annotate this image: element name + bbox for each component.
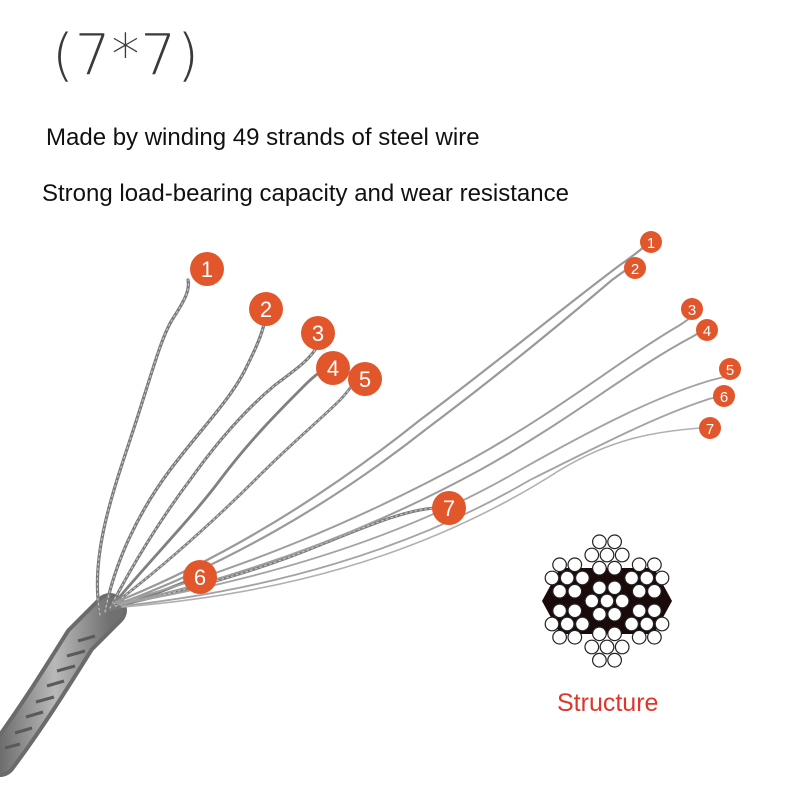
wire-circle (552, 629, 567, 645)
wire-circle (639, 616, 655, 632)
badge-left-1 (190, 252, 224, 286)
badge-left-2 (249, 292, 283, 326)
badge-right-1-label: 1 (647, 235, 655, 252)
strand-5 (112, 378, 358, 606)
wire-circle (614, 639, 630, 655)
wire-circle (591, 606, 607, 622)
badge-right-5 (719, 358, 741, 380)
wire-circle (639, 570, 655, 586)
badge-left-6-label: 6 (194, 565, 206, 590)
wire-circle (575, 570, 590, 586)
strand-right-1-2 (114, 244, 647, 604)
badge-right-2 (624, 257, 646, 279)
badge-right-6-label: 6 (720, 389, 728, 406)
wire-circle (552, 583, 567, 599)
badge-left-4 (316, 351, 350, 385)
wire-circle (654, 616, 670, 632)
badge-left-3 (301, 316, 335, 350)
wire-circle (567, 583, 583, 599)
wire-circle (599, 547, 615, 563)
wire-circle (599, 639, 615, 655)
wire-circle (584, 593, 600, 609)
page-title: (7*7) (52, 23, 200, 88)
wire-circle (552, 603, 567, 619)
badge-left-3-label: 3 (312, 321, 324, 346)
description-text: Made by winding 49 strands of steel wire (46, 124, 480, 151)
strand-badges-right: 1 2 3 4 5 6 7 (624, 231, 741, 439)
badge-left-7-label: 7 (443, 496, 455, 521)
wire-circle (599, 593, 615, 609)
wire-circle (575, 616, 590, 632)
wire-circle (607, 560, 622, 576)
strand-right-7 (121, 427, 701, 608)
badge-right-7-label: 7 (706, 421, 714, 438)
wire-circle (591, 626, 607, 642)
strand-1 (95, 278, 191, 617)
wire-circle (631, 629, 647, 645)
badge-left-5 (348, 362, 382, 396)
badge-right-4-label: 4 (703, 323, 711, 340)
wire-circle (607, 606, 622, 622)
wire-circle (591, 560, 607, 576)
wire-circle (544, 616, 560, 632)
badge-right-2-label: 2 (631, 261, 639, 278)
wire-circle (624, 570, 639, 586)
structure-label: Structure (557, 689, 659, 717)
badge-left-7 (432, 491, 466, 525)
wire-circle (567, 557, 583, 573)
wire-circle (584, 639, 600, 655)
wire-circle (631, 583, 647, 599)
strand-badges-left: 1 2 3 4 5 6 7 (183, 252, 466, 594)
badge-left-2-label: 2 (260, 297, 272, 322)
wire-circle (591, 652, 607, 668)
wire-circle (631, 603, 647, 619)
wire-circle (624, 616, 639, 632)
wire-circle (544, 570, 560, 586)
wire-circle (646, 603, 662, 619)
wire-circle (567, 629, 583, 645)
wire-circle (614, 547, 630, 563)
wire-circle (552, 557, 567, 573)
badge-right-1 (640, 231, 662, 253)
wire-circle (607, 534, 622, 550)
wire-circle (607, 580, 622, 596)
cross-section-wires (544, 534, 670, 668)
badge-right-3 (681, 298, 703, 320)
wire-circle (559, 616, 575, 632)
badge-left-1-label: 1 (201, 257, 213, 282)
wire-circle (591, 580, 607, 596)
wire-circle (631, 557, 647, 573)
wire-circle (607, 652, 622, 668)
strand-right-5-6 (119, 376, 725, 605)
feature-text: Strong load-bearing capacity and wear re… (42, 180, 569, 207)
badge-left-6 (183, 560, 217, 594)
wire-circle (591, 534, 607, 550)
strand-right-3-4 (117, 314, 695, 604)
badge-right-3-label: 3 (688, 302, 696, 319)
badge-right-6 (713, 385, 735, 407)
wire-circle (607, 626, 622, 642)
wire-strands (95, 244, 725, 617)
badge-left-5-label: 5 (359, 367, 371, 392)
wire-circle (646, 583, 662, 599)
cross-section-diagram (542, 534, 672, 668)
badge-right-4 (696, 319, 718, 341)
wire-circle (614, 593, 630, 609)
wire-circle (646, 629, 662, 645)
badge-right-5-label: 5 (726, 362, 734, 379)
wire-circle (584, 547, 600, 563)
wire-circle (567, 603, 583, 619)
strand-4 (110, 366, 330, 608)
main-rope (0, 593, 127, 777)
wire-circle (646, 557, 662, 573)
wire-circle (654, 570, 670, 586)
badge-left-4-label: 4 (327, 356, 339, 381)
badge-right-7 (699, 417, 721, 439)
strand-2 (103, 318, 267, 614)
wire-circle (559, 570, 575, 586)
